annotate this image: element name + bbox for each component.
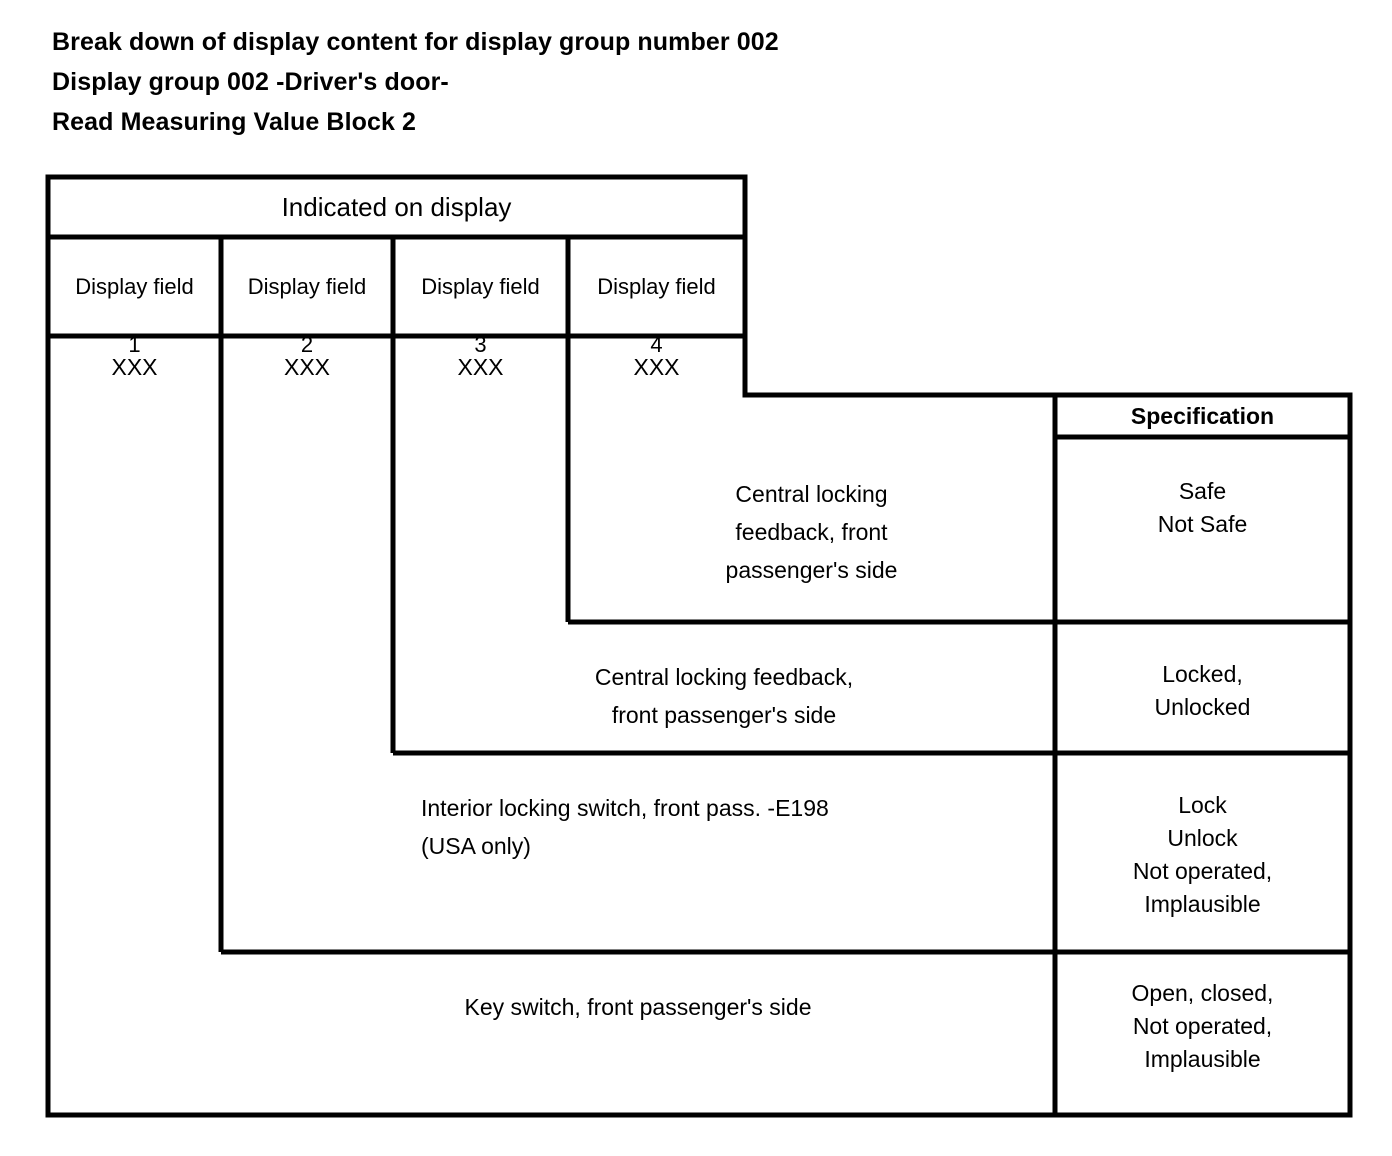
row-2-description: Interior locking switch, front pass. -E1… xyxy=(421,795,829,859)
row-4-description: Central locking feedback, front passenge… xyxy=(725,481,898,583)
row-4-specification: Safe Not Safe xyxy=(1157,478,1248,537)
row-2-specification: Lock Unlock Not operated, Implausible xyxy=(1132,792,1273,917)
display-field-4-number: 4 xyxy=(650,332,663,357)
heading-line-1: Break down of display content for displa… xyxy=(52,28,779,56)
display-field-4-header: Display field 4 xyxy=(568,243,745,388)
heading-line-2: Display group 002 -Driver's door- xyxy=(52,68,449,96)
row-3-specification: Locked, Unlocked xyxy=(1154,661,1251,720)
display-field-2-header: Display field 2 xyxy=(221,243,393,388)
outer-border-path xyxy=(45,174,1353,1118)
display-field-2-value: XXX xyxy=(283,354,331,380)
row-3-description: Central locking feedback, front passenge… xyxy=(594,664,854,728)
display-field-1-value: XXX xyxy=(111,354,158,380)
display-field-4-value: XXX xyxy=(633,354,680,380)
specification-column-header: Specification xyxy=(1130,403,1275,429)
display-field-1-number: 1 xyxy=(128,332,141,357)
row-1-description: Key switch, front passenger's side xyxy=(464,994,812,1020)
heading-line-3: Read Measuring Value Block 2 xyxy=(52,108,417,136)
heading-block: Break down of display content for displa… xyxy=(52,22,1152,142)
display-field-1-header: Display field 1 xyxy=(48,243,221,388)
display-field-3-value: XXX xyxy=(457,354,504,380)
display-field-2-label: Display field xyxy=(247,274,367,299)
display-field-1-label: Display field xyxy=(75,274,194,299)
display-field-4-label: Display field xyxy=(597,274,716,299)
display-field-2-number: 2 xyxy=(300,332,314,357)
display-field-3-header: Display field 3 xyxy=(393,243,568,388)
display-field-3-number: 3 xyxy=(474,332,487,357)
row-1-specification: Open, closed, Not operated, Implausible xyxy=(1131,980,1274,1072)
indicated-on-display-banner: Indicated on display xyxy=(281,192,512,222)
display-field-3-label: Display field xyxy=(421,274,540,299)
